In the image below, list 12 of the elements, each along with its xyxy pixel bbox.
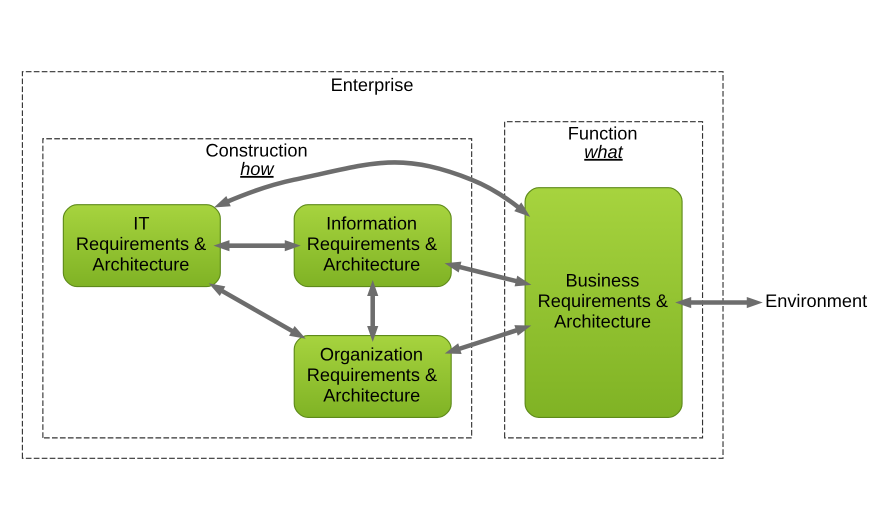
arrow xyxy=(675,296,763,308)
node-box: IT Requirements & Architecture xyxy=(62,204,221,287)
node-box: Business Requirements & Architecture xyxy=(524,186,683,418)
arrow xyxy=(444,324,532,354)
arrow xyxy=(444,261,532,286)
arrow xyxy=(208,282,306,338)
node-text: Environment xyxy=(765,290,868,310)
node-box: Organization Requirements & Architecture xyxy=(294,334,452,418)
arrow xyxy=(367,280,378,342)
node-box: Information Requirements & Architecture xyxy=(294,204,452,287)
arrow xyxy=(214,160,530,216)
arrow xyxy=(213,240,301,251)
